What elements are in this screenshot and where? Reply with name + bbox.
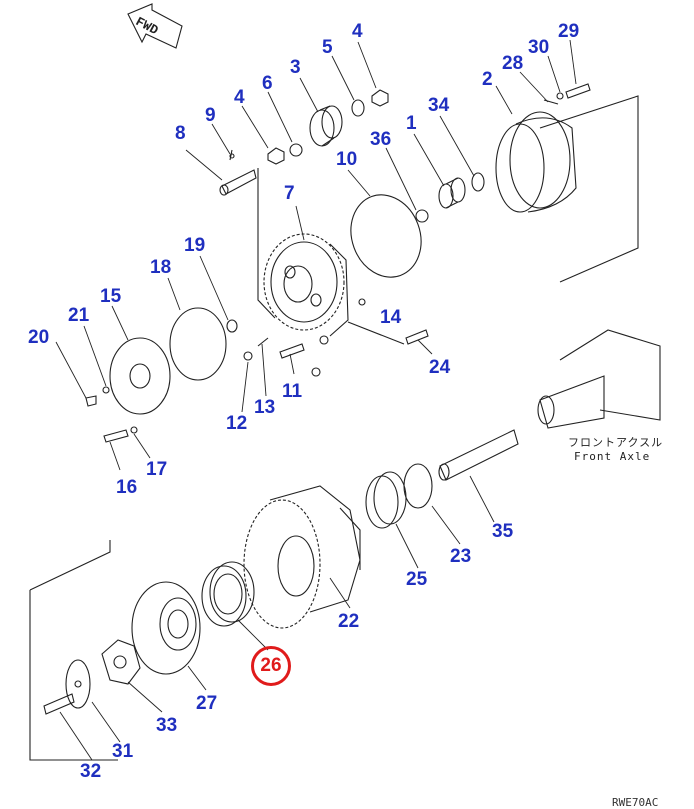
callout-21[interactable]: 21 bbox=[68, 305, 90, 326]
part-21-washer bbox=[102, 386, 110, 394]
part-18-o-ring bbox=[169, 307, 227, 381]
callout-24[interactable]: 24 bbox=[429, 357, 451, 378]
callout-17[interactable]: 17 bbox=[146, 459, 168, 480]
front-axle-label-en: Front Axle bbox=[574, 450, 651, 463]
callout-2[interactable]: 2 bbox=[482, 69, 493, 90]
part-20-bolt bbox=[85, 395, 97, 407]
part-33-coupling bbox=[101, 639, 141, 685]
part-13-pin bbox=[257, 337, 269, 347]
callout-3[interactable]: 3 bbox=[290, 57, 301, 78]
callout-14[interactable]: 14 bbox=[380, 307, 402, 328]
part-23-ring bbox=[403, 463, 433, 509]
callout-32[interactable]: 32 bbox=[80, 761, 102, 782]
callout-25[interactable]: 25 bbox=[406, 569, 428, 590]
part-2-ring-gear bbox=[495, 111, 577, 213]
callout-19[interactable]: 19 bbox=[184, 235, 206, 256]
callout-16[interactable]: 16 bbox=[116, 477, 138, 498]
callout-4-right[interactable]: 4 bbox=[352, 21, 363, 42]
callout-18[interactable]: 18 bbox=[150, 257, 172, 278]
part-25-bearing bbox=[365, 471, 407, 529]
part-8-pin bbox=[219, 169, 257, 196]
callout-30[interactable]: 30 bbox=[528, 37, 550, 58]
drawing-code: RWE70AC bbox=[612, 796, 659, 809]
callout-22[interactable]: 22 bbox=[338, 611, 360, 632]
part-34-washer bbox=[471, 172, 485, 192]
part-24-stud bbox=[405, 329, 429, 345]
part-27-cover bbox=[131, 581, 201, 675]
part-26-bearing bbox=[201, 561, 255, 627]
callout-13[interactable]: 13 bbox=[254, 397, 276, 418]
part-5-washer bbox=[351, 99, 365, 117]
callout-10[interactable]: 10 bbox=[336, 149, 358, 170]
right-frame-outline bbox=[539, 95, 639, 283]
part-3-gear bbox=[309, 105, 343, 147]
part-7-carrier bbox=[263, 233, 349, 337]
callout-36[interactable]: 36 bbox=[370, 129, 392, 150]
part-10-o-ring bbox=[350, 194, 422, 278]
callout-29[interactable]: 29 bbox=[558, 21, 580, 42]
part-32-bolt bbox=[43, 693, 75, 715]
lower-frame-outline bbox=[29, 540, 111, 591]
part-35-axle-shaft bbox=[438, 429, 519, 481]
callout-20[interactable]: 20 bbox=[28, 327, 50, 348]
callout-7[interactable]: 7 bbox=[284, 183, 295, 204]
callout-31[interactable]: 31 bbox=[112, 741, 134, 762]
callout-11[interactable]: 11 bbox=[282, 381, 303, 402]
part-11-bolt bbox=[279, 343, 305, 359]
callout-5[interactable]: 5 bbox=[322, 37, 333, 58]
part-6-ring bbox=[289, 143, 303, 157]
part-36-ring bbox=[415, 209, 429, 223]
callout-8[interactable]: 8 bbox=[175, 123, 186, 144]
part-15-cover bbox=[109, 337, 171, 415]
callout-15[interactable]: 15 bbox=[100, 286, 122, 307]
part-1-bearing bbox=[438, 177, 466, 209]
part-31-plate bbox=[65, 659, 91, 709]
callout-4-left[interactable]: 4 bbox=[234, 87, 245, 108]
callout-12[interactable]: 12 bbox=[226, 413, 248, 434]
part-12-nut bbox=[243, 351, 253, 361]
callout-26-highlighted[interactable]: 26 bbox=[251, 646, 291, 686]
part-4-nut bbox=[267, 89, 389, 165]
front-axle-housing bbox=[537, 329, 661, 429]
callout-23[interactable]: 23 bbox=[450, 546, 472, 567]
callout-34[interactable]: 34 bbox=[428, 95, 450, 116]
callout-9[interactable]: 9 bbox=[205, 105, 216, 126]
callout-6[interactable]: 6 bbox=[262, 73, 273, 94]
callout-1[interactable]: 1 bbox=[406, 113, 417, 134]
callout-35[interactable]: 35 bbox=[492, 521, 514, 542]
front-axle-label-jp: フロントアクスル bbox=[568, 436, 664, 449]
fwd-arrow-icon bbox=[127, 3, 183, 49]
lower-left-frame bbox=[29, 590, 118, 761]
callout-28[interactable]: 28 bbox=[502, 53, 524, 74]
part-16-bolt bbox=[103, 426, 138, 443]
leader-lines bbox=[55, 39, 577, 761]
part-19-plug bbox=[226, 319, 238, 333]
callout-27[interactable]: 27 bbox=[196, 693, 218, 714]
callout-33[interactable]: 33 bbox=[156, 715, 178, 736]
part-22-hub bbox=[243, 485, 361, 629]
upper-frame-outline bbox=[257, 168, 276, 319]
